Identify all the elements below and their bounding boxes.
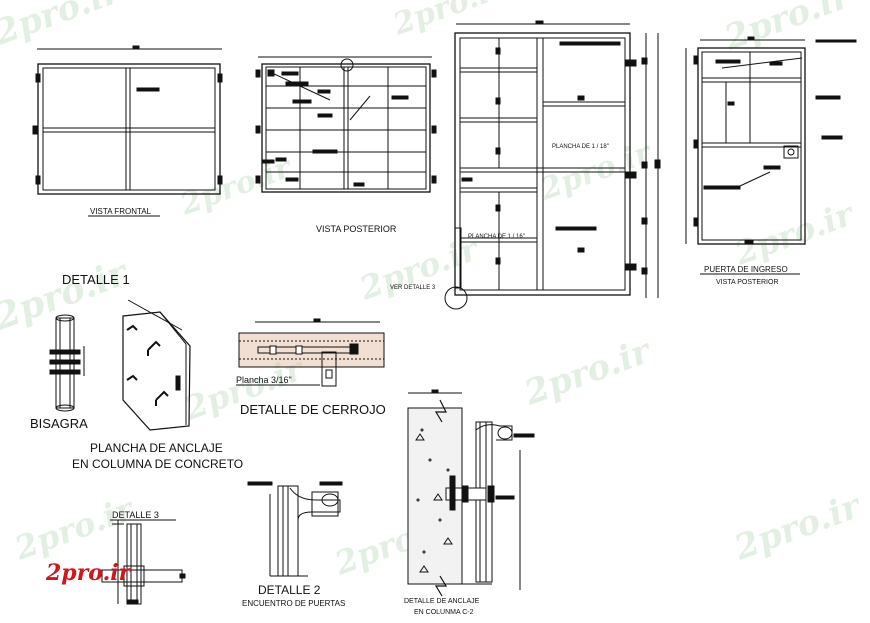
label-plancha-3-16: Plancha 3/16": [236, 375, 292, 385]
vista-frontal-drawing: [32, 45, 223, 217]
label-vista-posterior: VISTA POSTERIOR: [316, 224, 397, 234]
label-bisagra: BISAGRA: [30, 416, 88, 431]
detalle-3-drawing: [101, 519, 186, 605]
labels-layer: VISTA FRONTAL VISTA POSTERIOR PLANCHA DE…: [30, 144, 788, 616]
label-plancha-1-16: PLANCHA DE 1 / 16": [468, 234, 525, 240]
plancha-anclaje-drawing: [122, 299, 191, 431]
label-plancha-anclaje-1: PLANCHA DE ANCLAJE: [90, 441, 223, 455]
watermark-text: 2pro.ir: [9, 489, 140, 568]
label-detalle-anclaje-1: DETALLE DE ANCLAJE: [404, 598, 480, 605]
label-puerta-ingreso: PUERTA DE INGRESO: [704, 265, 788, 274]
label-detalle-2: DETALLE 2: [258, 583, 321, 597]
watermark-text: 2pro.ir: [0, 0, 127, 54]
label-encuentro-puertas: ENCUENTRO DE PUERTAS: [242, 599, 345, 608]
label-ver-detalle-3: VER DETALLE 3: [390, 285, 436, 291]
label-plancha-anclaje-2: EN COLUMNA DE CONCRETO: [72, 457, 243, 471]
cerrojo-drawing: [236, 318, 385, 387]
vista-posterior-drawing: [255, 56, 437, 193]
label-detalle-anclaje-2: EN COLUNMA C-2: [414, 609, 474, 616]
watermark-text: 2pro.ir: [518, 331, 657, 414]
logo-text: 2pro.ir: [45, 560, 132, 586]
watermark-text: 2pro.ir: [0, 251, 135, 339]
watermark-text: 2pro.ir: [718, 0, 857, 59]
puerta-ingreso-drawing: [685, 36, 857, 275]
watermark-text: 2pro.ir: [729, 194, 860, 273]
puerta-plancha-drawing: [444, 20, 661, 310]
watermark-text: 2pro.ir: [388, 0, 511, 43]
label-vista-posterior-small: VISTA POSTERIOR: [716, 279, 779, 286]
site-logo: 2pro.ir: [45, 560, 132, 586]
label-detalle-3: DETALLE 3: [112, 510, 159, 520]
watermark-text: 2pro.ir: [728, 486, 867, 569]
label-detalle-1: DETALLE 1: [62, 272, 130, 287]
label-detalle-cerrojo: DETALLE DE CERROJO: [240, 402, 386, 417]
watermark-text: 2pro.ir: [354, 229, 485, 308]
detalle-2-drawing: [247, 481, 343, 577]
label-plancha-1-18: PLANCHA DE 1 / 18": [552, 144, 609, 150]
detalle-anclaje-drawing: [407, 389, 535, 597]
label-vista-frontal: VISTA FRONTAL: [90, 207, 152, 216]
bisagra-drawing: [49, 314, 85, 412]
